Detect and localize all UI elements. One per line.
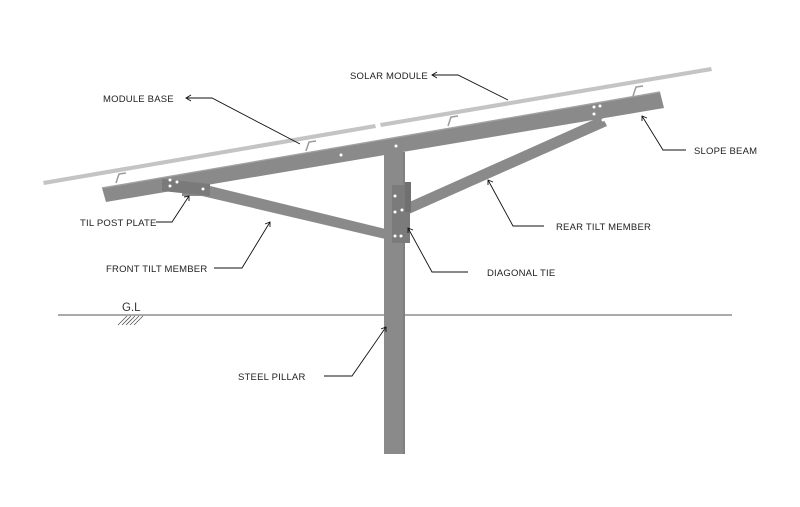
- label-rear-tilt-member: REAR TILT MEMBER: [556, 222, 651, 233]
- rear-tilt-member: [396, 116, 607, 218]
- leader-diagonal-tie: [407, 227, 468, 273]
- label-til-post-plate: TIL POST PLATE: [80, 218, 157, 229]
- leader-slope-beam: [641, 115, 686, 151]
- label-slope-beam: SLOPE BEAM: [694, 146, 757, 157]
- module-base-clips: [115, 85, 644, 184]
- label-diagonal-tie: DIAGONAL TIE: [487, 268, 555, 279]
- ground-hatch: [117, 315, 144, 326]
- front-tilt-member: [182, 185, 398, 241]
- solar-module-right: [380, 67, 712, 127]
- solar-module-left: [43, 124, 376, 185]
- leader-module-base: [185, 94, 301, 145]
- leader-rear-tilt-member: [487, 179, 544, 227]
- ground-label: G.L: [122, 302, 141, 314]
- diagonal-tie-bracket: [405, 182, 411, 212]
- label-solar-module: SOLAR MODULE: [350, 71, 428, 82]
- slope-beam-edge: [101, 91, 661, 189]
- leader-til-post-plate: [156, 195, 190, 223]
- label-module-base: MODULE BASE: [103, 94, 174, 105]
- leader-front-tilt-member: [214, 221, 271, 269]
- leader-solar-module: [431, 71, 509, 101]
- label-front-tilt-member: FRONT TILT MEMBER: [106, 264, 207, 275]
- leader-steel-pillar: [324, 326, 387, 377]
- slope-beam: [102, 92, 664, 202]
- bolts: [168, 104, 605, 238]
- til-post-plate: [162, 179, 210, 196]
- label-steel-pillar: STEEL PILLAR: [238, 372, 306, 383]
